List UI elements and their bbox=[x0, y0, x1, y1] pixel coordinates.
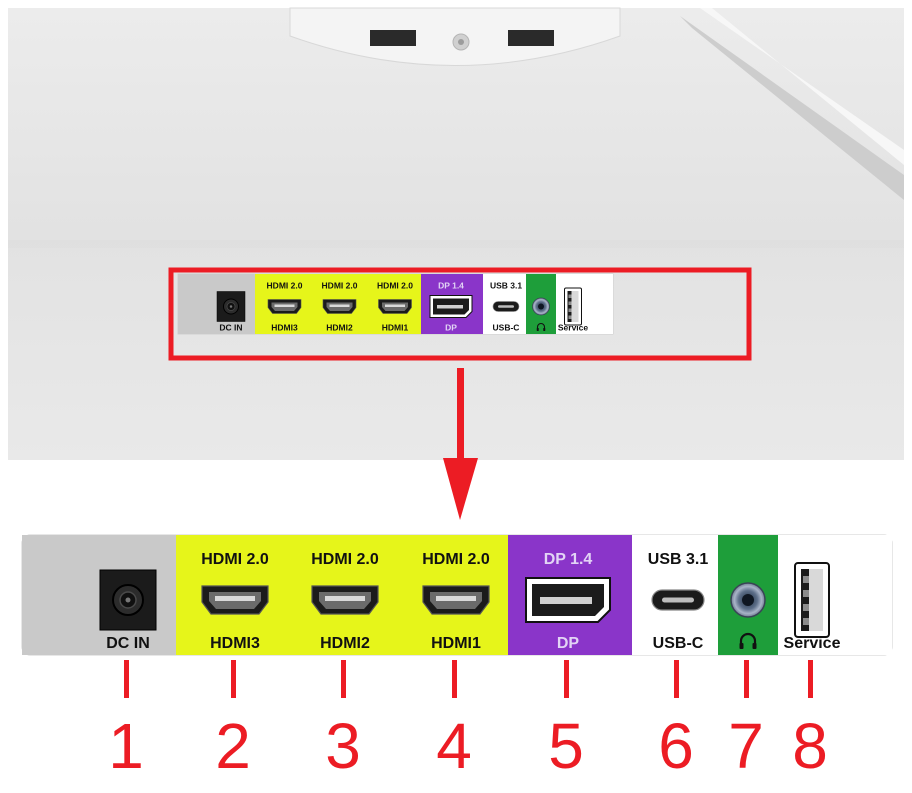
hdmi-port-icon bbox=[422, 585, 490, 615]
callout-line-4 bbox=[452, 660, 457, 698]
headphones-icon bbox=[536, 322, 546, 331]
port-hdmi1-top-label: HDMI 2.0 bbox=[422, 551, 490, 568]
port-dp-bottom-label: DP bbox=[557, 635, 580, 652]
hdmi-port-icon bbox=[378, 299, 412, 314]
callout-number-8: 8 bbox=[792, 710, 828, 782]
port-dp: DP 1.4DP bbox=[421, 274, 483, 334]
callout-number-3: 3 bbox=[325, 710, 361, 782]
port-hdmi2-top-label: HDMI 2.0 bbox=[322, 281, 358, 291]
callout-number-6: 6 bbox=[658, 710, 694, 782]
headphone-jack-icon bbox=[532, 297, 550, 316]
usb-a-port-icon bbox=[564, 287, 582, 326]
port-service: Service bbox=[556, 274, 613, 334]
callout-line-5 bbox=[564, 660, 569, 698]
hdmi-port-icon bbox=[201, 585, 269, 615]
callout-number-7: 7 bbox=[728, 710, 764, 782]
port-dc-in: DC IN bbox=[178, 274, 255, 334]
port-hdmi1-bottom-label: HDMI1 bbox=[431, 635, 481, 652]
headphones-icon bbox=[739, 632, 757, 649]
port-dc-in-bottom-label: DC IN bbox=[219, 323, 242, 333]
port-usbc-bottom-label: USB-C bbox=[653, 635, 704, 652]
callout-line-8 bbox=[808, 660, 813, 698]
callout-number-5: 5 bbox=[548, 710, 584, 782]
port-dp-bottom-label: DP bbox=[445, 323, 457, 333]
port-usbc-top-label: USB 3.1 bbox=[490, 281, 522, 291]
port-dc-in-bottom-label: DC IN bbox=[106, 635, 150, 652]
port-hdmi2-top-label: HDMI 2.0 bbox=[311, 551, 379, 568]
monitor-back-photo bbox=[8, 7, 904, 460]
port-usbc-top-label: USB 3.1 bbox=[648, 551, 709, 568]
displayport-icon bbox=[525, 577, 611, 623]
headphone-jack-icon bbox=[730, 582, 766, 618]
port-dp-top-label: DP 1.4 bbox=[544, 551, 593, 568]
port-hdmi1-top-label: HDMI 2.0 bbox=[377, 281, 413, 291]
port-dp: DP 1.4DP bbox=[508, 535, 632, 655]
port-dp-top-label: DP 1.4 bbox=[438, 281, 464, 291]
port-service-bottom-label: Service bbox=[784, 635, 841, 652]
port-usbc-bottom-label: USB-C bbox=[493, 323, 520, 333]
dc-power-jack-icon bbox=[216, 291, 246, 322]
dc-power-jack-icon bbox=[99, 569, 157, 631]
port-audio bbox=[526, 274, 556, 334]
hdmi-port-icon bbox=[311, 585, 379, 615]
highlight-box bbox=[168, 267, 752, 361]
port-hdmi3-bottom-label: HDMI3 bbox=[210, 635, 260, 652]
port-dc-in: DC IN bbox=[22, 535, 176, 655]
callout-line-1 bbox=[124, 660, 129, 698]
port-hdmi3-top-label: HDMI 2.0 bbox=[267, 281, 303, 291]
port-hdmi3-bottom-label: HDMI3 bbox=[271, 323, 298, 333]
port-hdmi1-bottom-label: HDMI1 bbox=[382, 323, 409, 333]
callout-line-3 bbox=[341, 660, 346, 698]
zoom-arrow bbox=[443, 368, 478, 520]
hdmi-port-icon bbox=[322, 299, 357, 314]
usb-a-port-icon bbox=[794, 562, 830, 638]
port-hdmi2-bottom-label: HDMI2 bbox=[326, 323, 353, 333]
callout-line-6 bbox=[674, 660, 679, 698]
callout-line-7 bbox=[744, 660, 749, 698]
usb-c-port-icon bbox=[651, 589, 705, 611]
port-hdmi2-bottom-label: HDMI2 bbox=[320, 635, 370, 652]
callout-number-2: 2 bbox=[215, 710, 251, 782]
callout-number-4: 4 bbox=[436, 710, 472, 782]
port-hdmi3-top-label: HDMI 2.0 bbox=[201, 551, 269, 568]
displayport-icon bbox=[429, 295, 473, 318]
usb-c-port-icon bbox=[492, 301, 520, 312]
port-service: Service bbox=[778, 535, 892, 655]
port-service-bottom-label: Service bbox=[558, 323, 589, 333]
callout-line-2 bbox=[231, 660, 236, 698]
callout-number-1: 1 bbox=[108, 710, 144, 782]
port-audio bbox=[718, 535, 778, 655]
hdmi-port-icon bbox=[267, 299, 302, 314]
